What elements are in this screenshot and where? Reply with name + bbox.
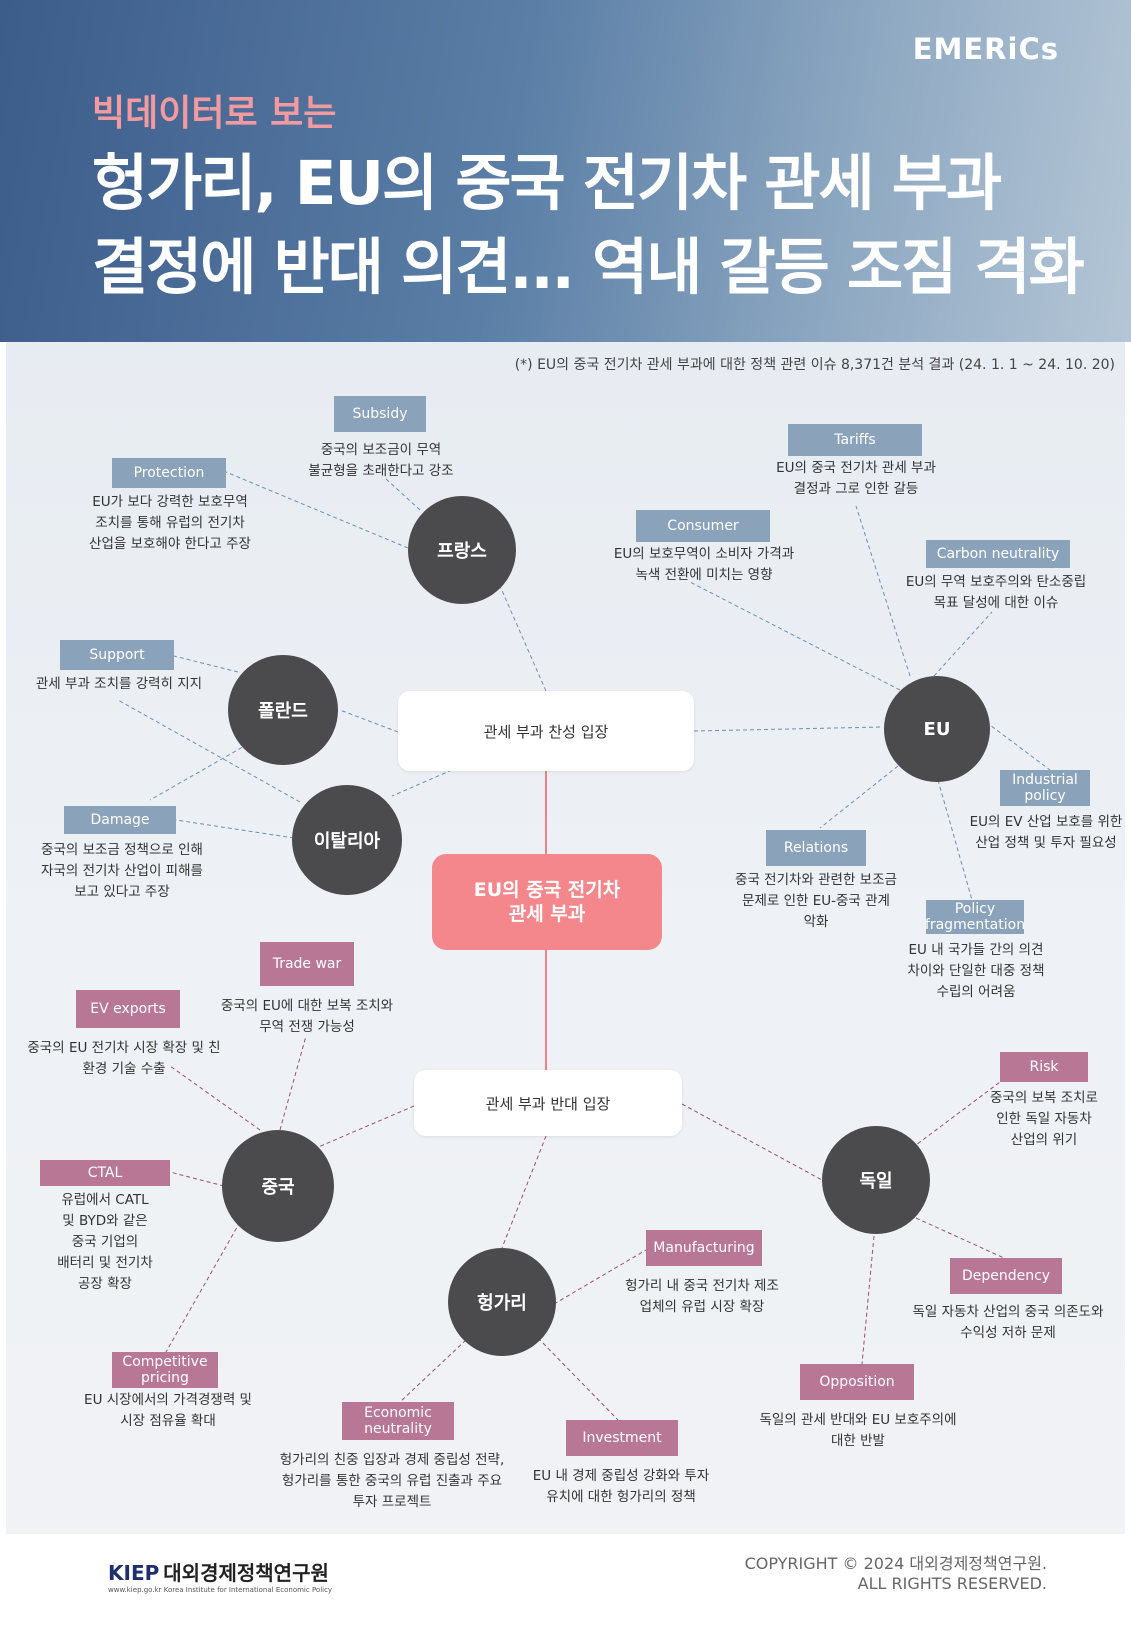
desc-risk: 중국의 보복 조치로 인한 독일 자동차 산업의 위기 xyxy=(990,1090,1098,1148)
connector-eu-consumer xyxy=(689,581,901,691)
desc-ctal: 유럽에서 CATL 및 BYD와 같은 중국 기업의 배터리 및 전기차 공장 … xyxy=(57,1192,153,1292)
desc-ev-exports: 중국의 EU 전기차 시장 확장 및 친 환경 기술 수출 xyxy=(27,1040,221,1077)
tag-damage: Damage xyxy=(64,806,176,834)
support-stance-box: 관세 부과 찬성 입장 xyxy=(398,691,694,771)
connector-france-protection xyxy=(225,471,409,549)
connector-germany-dependency xyxy=(915,1217,1005,1259)
desc-dependency: 독일 자동차 산업의 중국 의존도와 수익성 저하 문제 xyxy=(912,1304,1104,1341)
connector-china-competitive xyxy=(165,1221,241,1353)
tag-ctal: CTAL xyxy=(40,1160,170,1186)
center-topic: EU의 중국 전기차 관세 부과 xyxy=(432,854,662,950)
desc-policy-fragmentation: EU 내 국가들 간의 의견 차이와 단일한 대중 정책 수립의 어려움 xyxy=(907,942,1045,1000)
connector-hungary-investment xyxy=(537,1337,619,1421)
desc-trade-war: 중국의 EU에 대한 보복 조치와 무역 전쟁 가능성 xyxy=(220,998,394,1035)
tag-economic-neutrality: Economic neutrality xyxy=(342,1402,454,1440)
connector-support-france xyxy=(499,585,547,692)
desc-subsidy: 중국의 보조금이 무역 불균형을 초래한다고 강조 xyxy=(308,442,454,479)
center-line-1: EU의 중국 전기차 xyxy=(473,879,621,901)
tag-protection: Protection xyxy=(112,458,226,488)
copyright: COPYRIGHT © 2024 대외경제정책연구원. ALL RIGHTS R… xyxy=(745,1554,1047,1594)
desc-manufacturing: 헝가리 내 중국 전기차 제조 업체의 유럽 시장 확장 xyxy=(625,1278,779,1315)
connector-poland-support xyxy=(173,655,239,673)
tag-consumer: Consumer xyxy=(636,510,770,542)
tag-opposition: Opposition xyxy=(800,1364,914,1400)
connector-oppose-china xyxy=(315,1105,415,1149)
copyright-line-1: COPYRIGHT © 2024 대외경제정책연구원. xyxy=(744,1554,1047,1573)
desc-carbon-neutrality: EU의 무역 보호주의와 탄소중립 목표 달성에 대한 이슈 xyxy=(905,574,1087,611)
title-line-1: 헝가리, EU의 중국 전기차 관세 부과 xyxy=(92,148,1002,219)
node-china: 중국 xyxy=(222,1130,334,1242)
brand-logo: EMERiCs xyxy=(912,32,1059,66)
page-title: 헝가리, EU의 중국 전기차 관세 부과 결정에 반대 의견... 역내 갈등… xyxy=(92,142,1085,310)
desc-protection: EU가 보다 강력한 보호무역 조치를 통해 유럽의 전기차 산업을 보호해야 … xyxy=(89,494,251,552)
subtitle: 빅데이터로 보는 xyxy=(92,93,337,134)
tag-tariffs: Tariffs xyxy=(788,424,922,456)
tag-competitive-pricing: Competitive pricing xyxy=(112,1352,218,1388)
tag-subsidy: Subsidy xyxy=(334,396,426,432)
desc-industrial-policy: EU의 EV 산업 보호를 위한 산업 정책 및 투자 필요성 xyxy=(969,814,1123,851)
tag-investment: Investment xyxy=(566,1420,678,1456)
connector-support-poland xyxy=(339,709,399,733)
copyright-line-2: ALL RIGHTS RESERVED. xyxy=(857,1574,1047,1593)
desc-opposition: 독일의 관세 반대와 EU 보호주의에 대한 반발 xyxy=(759,1412,957,1449)
connector-poland-damage xyxy=(149,743,249,801)
connector-hungary-econ xyxy=(399,1339,467,1403)
header-banner: EMERiCs 빅데이터로 보는 헝가리, EU의 중국 전기차 관세 부과 결… xyxy=(0,0,1131,342)
source-note: (*) EU의 중국 전기차 관세 부과에 대한 정책 관련 이슈 8,371건… xyxy=(514,357,1115,373)
tag-dependency: Dependency xyxy=(950,1258,1062,1294)
connector-italy-damage xyxy=(175,819,295,839)
node-italy: 이탈리아 xyxy=(292,785,402,895)
desc-consumer: EU의 보호무역이 소비자 가격과 녹색 전환에 미치는 영향 xyxy=(613,546,795,583)
tag-manufacturing: Manufacturing xyxy=(646,1230,762,1266)
tag-trade-war: Trade war xyxy=(260,942,354,986)
node-france: 프랑스 xyxy=(408,496,516,604)
connector-support-eu xyxy=(693,726,883,732)
tag-ev-exports: EV exports xyxy=(76,990,180,1028)
kiep-logo-korean: 대외경제정책연구원 xyxy=(163,1561,329,1585)
connector-eu-tariffs xyxy=(855,505,911,677)
node-germany: 독일 xyxy=(822,1126,930,1234)
desc-economic-neutrality: 헝가리의 친중 입장과 경제 중립성 전략, 헝가리를 통한 중국의 유럽 진출… xyxy=(279,1452,505,1510)
connector-eu-industrial xyxy=(985,721,1051,771)
footer xyxy=(0,1534,1131,1629)
title-line-2: 결정에 반대 의견... 역내 갈등 조짐 격화 xyxy=(92,232,1085,303)
connector-eu-carbon xyxy=(933,611,993,677)
oppose-stance-box: 관세 부과 반대 입장 xyxy=(414,1070,682,1136)
desc-support: 관세 부과 조치를 강력히 지지 xyxy=(35,676,203,692)
tag-relations: Relations xyxy=(766,830,866,866)
tag-carbon-neutrality: Carbon neutrality xyxy=(926,540,1070,568)
connector-china-ctal xyxy=(169,1171,225,1187)
tag-risk: Risk xyxy=(1000,1052,1088,1082)
tag-support: Support xyxy=(60,640,174,670)
node-eu: EU xyxy=(884,676,990,782)
connector-eu-relations xyxy=(819,765,899,829)
tag-policy-fragmentation: Policy fragmentation xyxy=(924,900,1026,934)
connector-germany-risk xyxy=(911,1081,1001,1149)
desc-tariffs: EU의 중국 전기차 관세 부과 결정과 그로 인한 갈등 xyxy=(776,460,936,497)
connector-france-subsidy xyxy=(384,477,421,511)
kiep-logo-subtext: www.kiep.go.kr Korea Institute for Inter… xyxy=(108,1586,333,1594)
tag-industrial-policy: Industrial policy xyxy=(1000,770,1090,806)
kiep-logo-mark: KIEP xyxy=(108,1561,160,1585)
connector-china-evexports xyxy=(169,1065,261,1131)
desc-relations: 중국 전기차와 관련한 보조금 문제로 인한 EU-중국 관계 악화 xyxy=(735,872,897,930)
node-poland: 폴란드 xyxy=(228,655,338,765)
connector-oppose-germany xyxy=(681,1103,823,1181)
desc-investment: EU 내 경제 중립성 강화와 투자 유치에 대한 헝가리의 정책 xyxy=(532,1468,710,1505)
center-line-2: 관세 부과 xyxy=(508,903,586,925)
connector-china-tradewar xyxy=(279,1035,307,1131)
connector-germany-opposition xyxy=(861,1235,875,1365)
connector-hungary-manufacturing xyxy=(553,1249,647,1305)
desc-competitive-pricing: EU 시장에서의 가격경쟁력 및 시장 점유율 확대 xyxy=(84,1392,252,1429)
node-hungary: 헝가리 xyxy=(448,1248,556,1356)
connector-support-italy xyxy=(391,769,453,797)
connector-oppose-hungary xyxy=(501,1135,547,1249)
desc-damage: 중국의 보조금 정책으로 인해 자국의 전기차 산업이 피해를 보고 있다고 주… xyxy=(41,842,203,900)
